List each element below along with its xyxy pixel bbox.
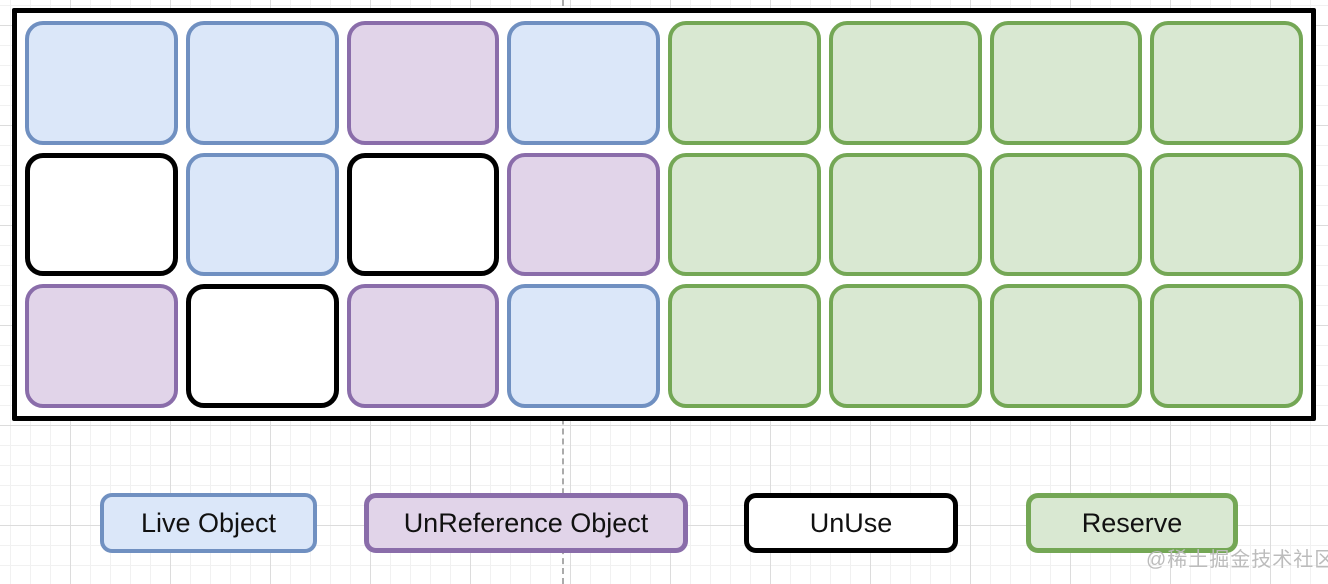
memory-cell-unuse bbox=[25, 152, 178, 277]
memory-cell-unreference bbox=[346, 284, 500, 408]
memory-grid bbox=[17, 13, 1311, 416]
legend-item-unuse: UnUse bbox=[744, 493, 958, 553]
memory-cell-reserve bbox=[668, 284, 821, 408]
memory-cell-reserve bbox=[668, 21, 821, 145]
watermark: @稀土掘金技术社区 bbox=[1146, 549, 1328, 571]
memory-cell-reserve bbox=[1150, 284, 1303, 408]
memory-cell-reserve bbox=[828, 152, 982, 277]
memory-cell-reserve bbox=[1150, 152, 1303, 277]
heap-memory-container bbox=[12, 8, 1316, 421]
memory-cell-live bbox=[185, 21, 339, 145]
memory-cell-live bbox=[185, 152, 339, 277]
memory-cell-unuse bbox=[185, 284, 339, 408]
memory-cell-reserve bbox=[828, 284, 982, 408]
memory-cell-unreference bbox=[25, 284, 178, 408]
memory-cell-live bbox=[25, 21, 178, 145]
memory-cell-live bbox=[507, 284, 660, 408]
memory-cell-reserve bbox=[1150, 21, 1303, 145]
legend-item-unreference: UnReference Object bbox=[364, 493, 688, 553]
memory-cell-unreference bbox=[346, 21, 500, 145]
legend-item-live: Live Object bbox=[100, 493, 317, 553]
memory-cell-unreference bbox=[507, 152, 660, 277]
memory-cell-reserve bbox=[668, 152, 821, 277]
memory-cell-reserve bbox=[989, 152, 1143, 277]
memory-cell-unuse bbox=[346, 152, 500, 277]
memory-cell-reserve bbox=[989, 284, 1143, 408]
memory-cell-reserve bbox=[989, 21, 1143, 145]
memory-cell-reserve bbox=[828, 21, 982, 145]
memory-cell-live bbox=[507, 21, 660, 145]
